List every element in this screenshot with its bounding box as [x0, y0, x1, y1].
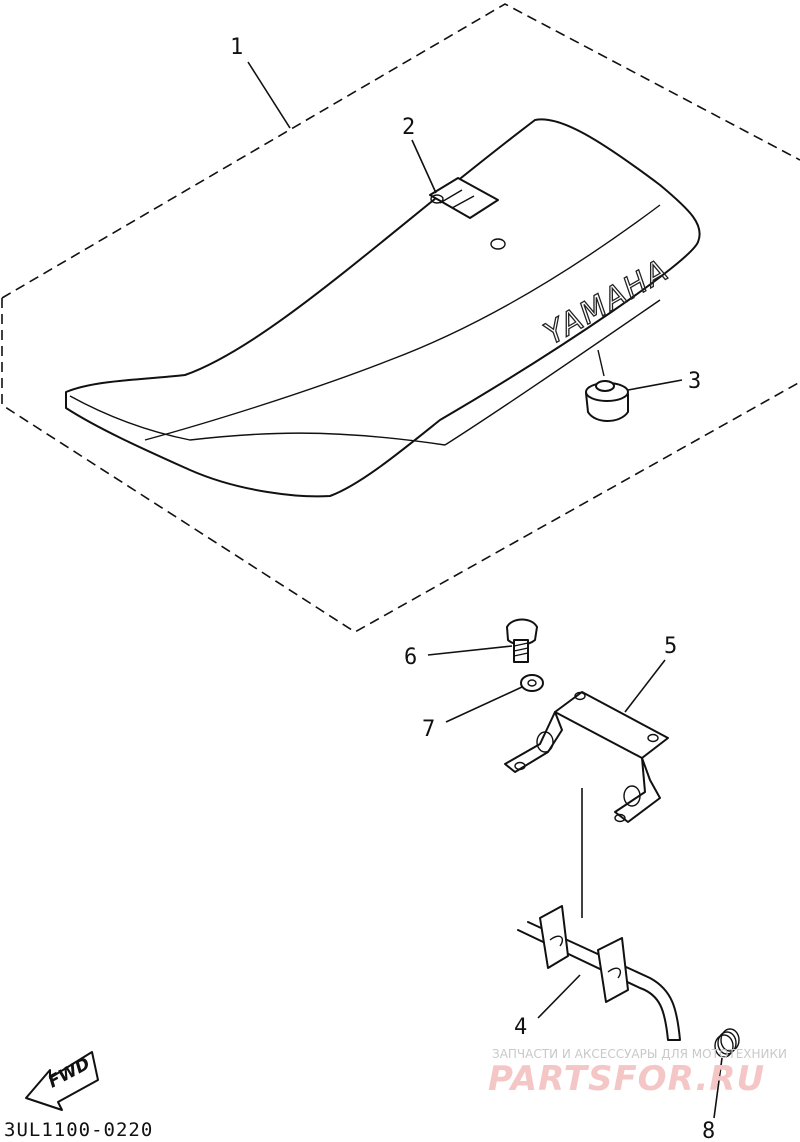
spring: [714, 1028, 740, 1058]
leader-5: [624, 659, 666, 713]
bolt: [506, 618, 538, 663]
callout-2: 2: [402, 115, 415, 140]
callout-7: 7: [422, 717, 435, 742]
leader-6: [427, 645, 513, 656]
drawing-code: 3UL1100-0220: [4, 1119, 153, 1141]
seat-assembly: YAMAHA: [65, 118, 701, 498]
leader-3: [627, 379, 683, 391]
seat-damper: [585, 380, 629, 422]
assembly-boundary: [1, 3, 800, 633]
seat-hole: [490, 238, 506, 250]
clip: [520, 674, 544, 692]
watermark-subtitle: ЗАПЧАСТИ И АКСЕССУАРЫ ДЛЯ МОТОТЕХНИКИ: [492, 1047, 787, 1061]
callout-5: 5: [664, 634, 677, 659]
callout-8: 8: [702, 1119, 715, 1142]
callout-3: 3: [688, 369, 701, 394]
hinge-shaft: [517, 905, 681, 1041]
leader-2: [411, 139, 437, 194]
hinge-bracket: [429, 177, 499, 219]
callout-6: 6: [404, 645, 417, 670]
leader-4: [537, 974, 581, 1019]
leader-7: [445, 686, 523, 723]
leader-8: [713, 1057, 723, 1119]
watermark-logo: PARTSFOR.RU: [488, 1059, 765, 1099]
callout-4: 4: [514, 1015, 527, 1040]
leader-1: [247, 61, 291, 129]
callout-1: 1: [230, 35, 243, 60]
fwd-arrow-icon: FWD: [25, 1051, 99, 1111]
seat-lock-bracket: [504, 691, 669, 823]
